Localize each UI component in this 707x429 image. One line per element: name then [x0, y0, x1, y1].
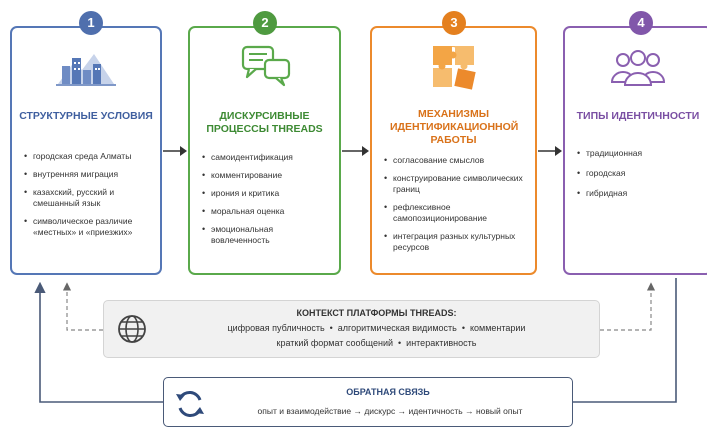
card-title: ТИПЫ ИДЕНТИЧНОСТИ: [576, 110, 700, 122]
arrow-right-icon: [538, 146, 562, 156]
card-identification-mechanisms: МЕХАНИЗМЫ ИДЕНТИФИКАЦИОННОЙ РАБОТЫ согла…: [370, 26, 537, 275]
platform-context-box: КОНТЕКСТ ПЛАТФОРМЫ THREADS: цифровая пуб…: [103, 300, 600, 358]
puzzle-icon: [432, 46, 476, 90]
feedback-box: ОБРАТНАЯ СВЯЗЬ опыт и взаимодействие → д…: [163, 377, 573, 427]
list-item: внутренняя миграция: [24, 169, 154, 180]
feedback-loop-left: [34, 281, 163, 403]
card-title: СТРУКТУРНЫЕ УСЛОВИЯ: [19, 110, 153, 122]
step-badge-1: 1: [79, 11, 103, 35]
city-mountains-icon: [56, 54, 116, 86]
card-identity-types: ТИПЫ ИДЕНТИЧНОСТИ традиционная городская…: [563, 26, 707, 275]
list-item: городская: [577, 168, 705, 179]
step-badge-4: 4: [629, 11, 653, 35]
people-group-icon: [611, 50, 665, 86]
feedback-steps: опыт и взаимодействие → дискурс → иденти…: [214, 406, 566, 416]
list-item: самоидентификация: [202, 152, 333, 163]
feedback-step: идентичность: [408, 406, 463, 416]
list-item: традиционная: [577, 148, 705, 159]
chat-bubbles-icon: [241, 45, 290, 87]
context-title: КОНТЕКСТ ПЛАТФОРМЫ THREADS:: [296, 308, 457, 318]
list-item: символическое различие «местных» и «прие…: [24, 216, 154, 238]
feedback-step: опыт и взаимодействие: [257, 406, 352, 416]
card-discursive-processes: ДИСКУРСИВНЫЕ ПРОЦЕССЫ THREADS самоиденти…: [188, 26, 341, 275]
feedback-step: дискурс: [364, 406, 396, 416]
arrow-icon: →: [353, 406, 365, 416]
card-structural-conditions: СТРУКТУРНЫЕ УСЛОВИЯ городская среда Алма…: [10, 26, 162, 275]
context-line-1: цифровая публичность • алгоритмическая в…: [227, 323, 526, 333]
list-item: эмоциональная вовлеченность: [202, 224, 333, 246]
step-badge-3: 3: [442, 11, 466, 35]
refresh-cycle-icon: [176, 391, 204, 417]
card-title: МЕХАНИЗМЫ ИДЕНТИФИКАЦИОННОЙ РАБОТЫ: [390, 108, 519, 146]
arrow-right-icon: [163, 146, 187, 156]
list-item: конструирование символических границ: [384, 173, 529, 195]
context-dashed-connector-left: [62, 282, 103, 331]
list-item: казахский, русский и смешанный язык: [24, 187, 154, 209]
feedback-title: ОБРАТНАЯ СВЯЗЬ: [346, 387, 430, 397]
feedback-loop-right: [573, 278, 677, 403]
arrow-icon: →: [397, 406, 409, 416]
step-badge-2: 2: [253, 11, 277, 35]
list-item: моральная оценка: [202, 206, 333, 217]
feedback-step: новый опыт: [475, 406, 523, 416]
list-item: согласование смыслов: [384, 155, 529, 166]
context-line-2: краткий формат сообщений • интерактивнос…: [276, 338, 477, 348]
list-item: комментирование: [202, 170, 333, 181]
arrow-right-icon: [342, 146, 369, 156]
card-title: ДИСКУРСИВНЫЕ ПРОЦЕССЫ THREADS: [206, 110, 323, 135]
globe-icon: [118, 315, 146, 343]
list-item: ирония и критика: [202, 188, 333, 199]
list-item: городская среда Алматы: [24, 151, 154, 162]
list-item: интеграция разных культурных ресурсов: [384, 231, 529, 253]
list-item: гибридная: [577, 188, 705, 199]
context-dashed-connector-right: [600, 282, 656, 331]
arrow-icon: →: [465, 406, 476, 416]
list-item: рефлексивное самопозиционирование: [384, 202, 529, 224]
